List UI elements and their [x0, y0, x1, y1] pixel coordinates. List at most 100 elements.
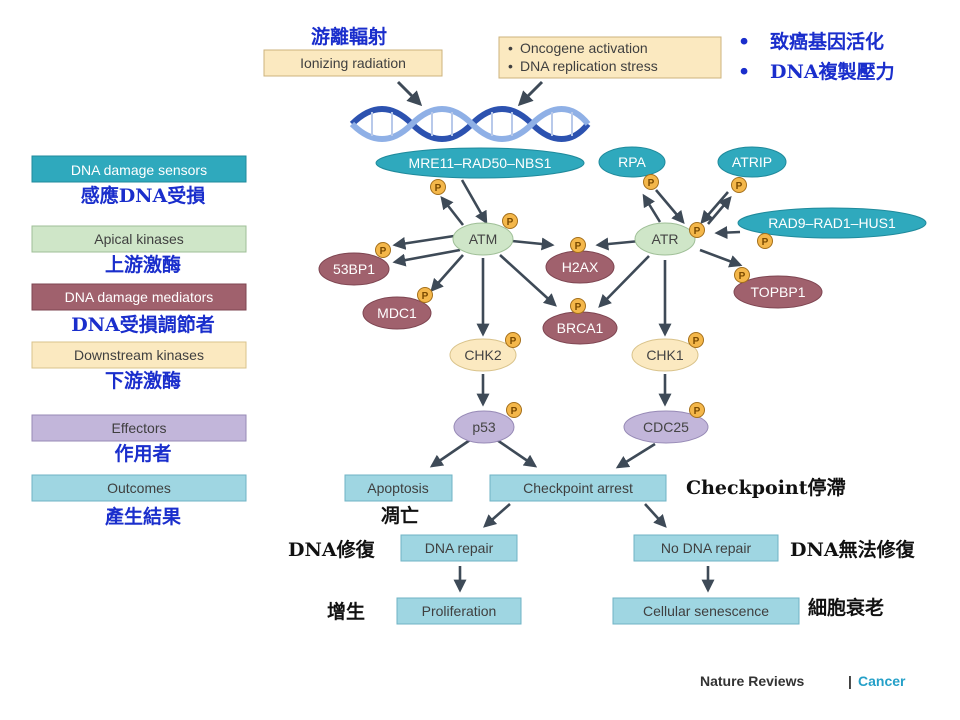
- outcome-dna-repair-cn: DNA修復: [288, 538, 376, 561]
- phospho-icon: P: [417, 287, 433, 303]
- legend-mediators-box: [31, 283, 247, 311]
- svg-text:P: P: [435, 183, 442, 194]
- ionizing-radiation-box: [263, 49, 443, 77]
- phospho-icon: P: [430, 179, 446, 195]
- phospho-badges: P P P P P P P P P P P P P P P: [375, 174, 773, 418]
- outcome-dna-repair-box: [400, 534, 518, 562]
- outcome-boxes: Apoptosis 凋亡 Checkpoint arrest Checkpoin…: [288, 474, 916, 625]
- outcome-senescence-box: [612, 597, 800, 625]
- outcome-no-repair-box: [633, 534, 779, 562]
- oncogene-bullet-2: •: [508, 58, 513, 74]
- legend-downstream-label: Downstream kinases: [74, 347, 204, 363]
- node-atm-label: ATM: [469, 231, 498, 247]
- node-cdc25-label: CDC25: [643, 419, 689, 435]
- legend-apical-cn: 上游激酶: [105, 253, 181, 276]
- node-atr: [634, 222, 696, 256]
- node-topbp1-label: TOPBP1: [751, 284, 806, 300]
- arrow-ir-dna: [396, 80, 423, 107]
- journal-name: Nature Reviews: [700, 673, 804, 689]
- mediator-nodes: 53BP1 H2AX TOPBP1 MDC1 BRCA1: [318, 250, 823, 345]
- network-arrows: [392, 179, 743, 593]
- node-53bp1-label: 53BP1: [333, 261, 375, 277]
- svg-text:P: P: [510, 336, 517, 347]
- svg-text:P: P: [575, 302, 582, 313]
- node-chk2-label: CHK2: [464, 347, 502, 363]
- arrow-onc-dna: [517, 80, 544, 107]
- legend-effectors-cn: 作用者: [114, 442, 171, 465]
- effector-nodes: p53 CDC25: [453, 410, 709, 444]
- oncogene-bullet-1: •: [508, 40, 513, 56]
- svg-text:P: P: [575, 241, 582, 252]
- outcome-senescence-cn: 細胞衰老: [808, 596, 884, 619]
- outcome-checkpoint-label: Checkpoint arrest: [523, 480, 633, 496]
- outcome-senescence-label: Cellular senescence: [643, 603, 769, 619]
- outcome-no-repair-label: No DNA repair: [661, 540, 752, 556]
- legend-outcomes-box: [31, 474, 247, 502]
- phospho-icon: P: [570, 298, 586, 314]
- svg-text:P: P: [507, 217, 514, 228]
- svg-text:P: P: [511, 406, 518, 417]
- phospho-icon: P: [734, 267, 750, 283]
- phospho-icon: P: [688, 332, 704, 348]
- outcome-checkpoint-box: [489, 474, 667, 502]
- phospho-icon: P: [689, 402, 705, 418]
- node-h2ax-label: H2AX: [562, 259, 599, 275]
- node-mre11: [375, 147, 585, 179]
- legend-apical-label: Apical kinases: [94, 231, 184, 247]
- node-p53-label: p53: [472, 419, 496, 435]
- phospho-icon: P: [689, 222, 705, 238]
- node-rpa-label: RPA: [618, 154, 646, 170]
- legend-outcomes-label: Outcomes: [107, 480, 171, 496]
- journal-section: Cancer: [858, 673, 906, 689]
- oncogene-label-2: DNA replication stress: [520, 58, 658, 74]
- legend-sensors-label: DNA damage sensors: [71, 162, 207, 178]
- svg-text:P: P: [693, 336, 700, 347]
- oncogene-box: [498, 36, 722, 79]
- phospho-icon: P: [506, 402, 522, 418]
- dna-helix-icon: [349, 106, 591, 142]
- node-rad9-label: RAD9–RAD1–HUS1: [768, 215, 896, 231]
- legend-apical-box: [31, 225, 247, 253]
- journal-credit: Nature Reviews | Cancer: [700, 673, 906, 689]
- legend: DNA damage sensors 感應DNA受損 Apical kinase…: [31, 155, 247, 528]
- svg-text:P: P: [648, 178, 655, 189]
- outcome-no-repair-cn: DNA無法修復: [790, 538, 916, 561]
- phospho-icon: P: [731, 177, 747, 193]
- apical-kinase-nodes: ATM ATR: [452, 222, 696, 256]
- legend-outcomes-cn: 產生結果: [105, 505, 181, 528]
- node-atr-label: ATR: [652, 231, 679, 247]
- bullet-1-cn: 致癌基因活化: [770, 30, 884, 53]
- bullet-2-cn: DNA複製壓力: [770, 60, 895, 83]
- phospho-icon: P: [375, 242, 391, 258]
- bullet-dot-1: •: [738, 31, 750, 53]
- node-mre11-label: MRE11–RAD50–NBS1: [409, 155, 552, 171]
- legend-mediators-cn: DNA受損調節者: [71, 313, 215, 336]
- node-chk2: [449, 338, 517, 372]
- oncogene-label-1: Oncogene activation: [520, 40, 648, 56]
- ionizing-radiation-label: Ionizing radiation: [300, 55, 406, 71]
- node-p53: [453, 410, 515, 444]
- node-atrip-label: ATRIP: [732, 154, 772, 170]
- outcome-proliferation-label: Proliferation: [422, 603, 497, 619]
- node-chk1: [631, 338, 699, 372]
- phospho-icon: P: [502, 213, 518, 229]
- journal-separator: |: [848, 673, 852, 689]
- svg-text:P: P: [380, 246, 387, 257]
- phospho-icon: P: [505, 332, 521, 348]
- legend-effectors-label: Effectors: [112, 420, 167, 436]
- svg-text:P: P: [762, 237, 769, 248]
- legend-mediators-label: DNA damage mediators: [65, 289, 214, 305]
- legend-downstream-cn: 下游激酶: [105, 369, 181, 392]
- phospho-icon: P: [643, 174, 659, 190]
- node-mdc1: [362, 296, 432, 330]
- phospho-icon: P: [570, 237, 586, 253]
- bullet-list-cn: • 致癌基因活化 • DNA複製壓力: [738, 30, 895, 83]
- node-53bp1: [318, 252, 390, 286]
- outcome-checkpoint-cn: Checkpoint停滯: [686, 476, 846, 499]
- ionizing-radiation-cn: 游離輻射: [311, 25, 387, 48]
- node-rpa: [598, 146, 666, 178]
- node-cdc25: [623, 410, 709, 444]
- node-topbp1: [733, 275, 823, 309]
- legend-sensors-cn: 感應DNA受損: [81, 184, 207, 207]
